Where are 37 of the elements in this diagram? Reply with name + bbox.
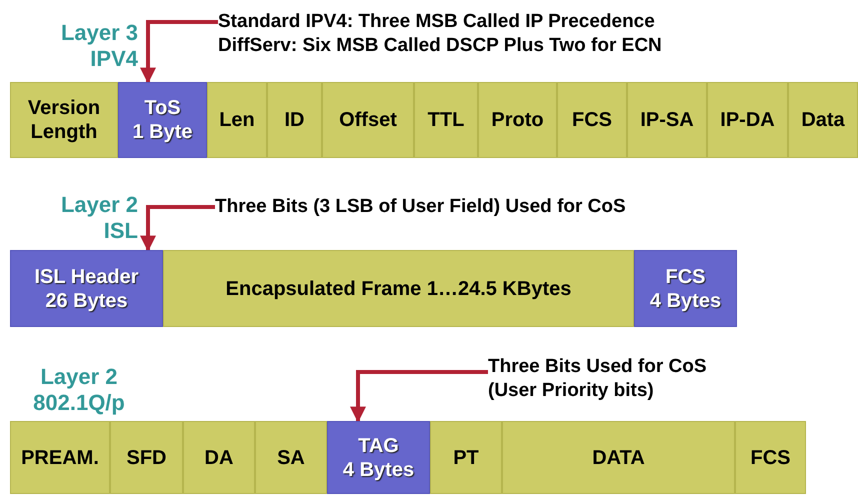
callout-text: Three Bits Used for CoS xyxy=(488,355,707,379)
callout-text: Standard IPV4: Three MSB Called IP Precedence xyxy=(218,10,655,34)
field-cell: IP-SA xyxy=(627,82,707,158)
field-cell: Proto xyxy=(478,82,557,158)
field-cell: IP-DA xyxy=(707,82,788,158)
field-cell: DA xyxy=(183,421,255,494)
field-cell: Encapsulated Frame 1…24.5 KBytes xyxy=(163,250,634,327)
field-cell: PREAM. xyxy=(10,421,110,494)
field-cell: Len xyxy=(207,82,267,158)
field-cell: FCS xyxy=(735,421,806,494)
leader-arrow xyxy=(140,205,215,252)
field-label: FCS xyxy=(666,264,706,288)
leader-arrow xyxy=(350,370,488,423)
field-cell: FCS xyxy=(557,82,627,158)
field-label: 4 Bytes xyxy=(650,288,722,312)
field-cell: SA xyxy=(255,421,327,494)
field-label: 4 Bytes xyxy=(342,458,414,482)
field-label: 1 Byte xyxy=(132,120,193,144)
layer-label: Layer 2 ISL xyxy=(60,192,138,245)
field-cell: TTL xyxy=(414,82,478,158)
field-cell: Offset xyxy=(322,82,414,158)
callout-text: Three Bits (3 LSB of User Field) Used for CoS xyxy=(215,195,626,219)
field-label: TAG xyxy=(358,434,399,458)
layer-label: Layer 3 IPV4 xyxy=(60,20,138,73)
callout-text: DiffServ: Six MSB Called DSCP Plus Two for ECN xyxy=(218,34,662,58)
field-label: ToS xyxy=(144,96,181,120)
field-cell: SFD xyxy=(110,421,183,494)
field-label: ISL Header xyxy=(34,264,139,288)
field-cell: ID xyxy=(267,82,322,158)
field-cell: PT xyxy=(430,421,502,494)
field-label: 26 Bytes xyxy=(45,288,128,312)
field-cell: Data xyxy=(788,82,858,158)
field-cell: Version Length xyxy=(10,82,118,158)
callout-text: (User Priority bits) xyxy=(488,379,654,403)
leader-arrow xyxy=(140,20,218,84)
layer-label: Layer 2 802.1Q/p xyxy=(32,364,126,417)
field-cell: DATA xyxy=(502,421,735,494)
